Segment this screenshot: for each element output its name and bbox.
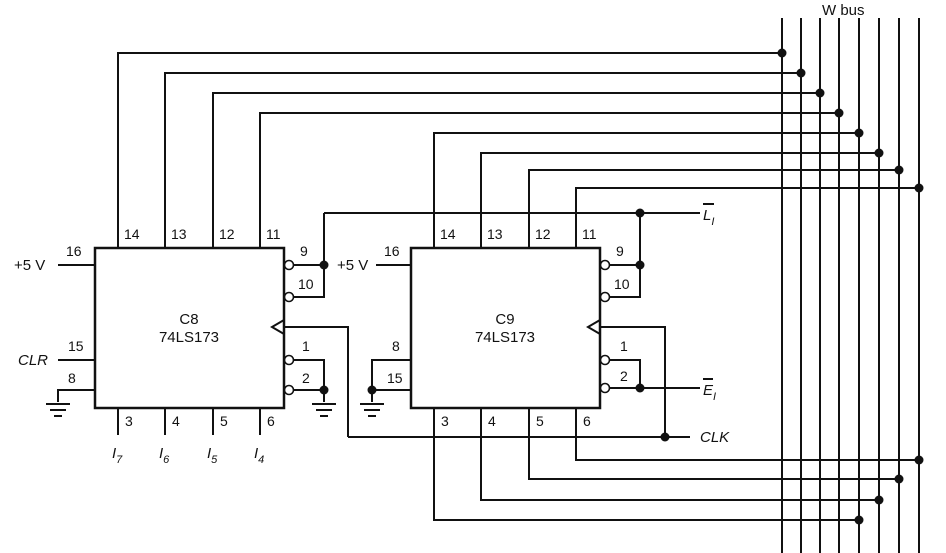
c9-pin14-number: 14 bbox=[440, 226, 456, 242]
c9-pin15-number: 15 bbox=[387, 370, 403, 386]
c8-pin10-bubble bbox=[283, 291, 295, 303]
c9-vcc-label: +5 V bbox=[337, 257, 368, 274]
c8-pin9-bubble bbox=[283, 259, 295, 271]
c9-pin3-number: 3 bbox=[441, 413, 449, 429]
chip-c8-part: 74LS173 bbox=[159, 329, 219, 346]
c8-pin5-number: 5 bbox=[220, 413, 228, 429]
c9-pin2-number: 2 bbox=[620, 368, 628, 384]
c9-pin3-wire bbox=[433, 408, 859, 521]
bus-junction bbox=[854, 515, 864, 525]
c9-pin6-wire bbox=[575, 408, 919, 461]
chip-c9-part: 74LS173 bbox=[475, 329, 535, 346]
bus-junction bbox=[874, 148, 884, 158]
chip-c8-name: C8 bbox=[179, 311, 198, 328]
chip-c8-body bbox=[93, 246, 286, 410]
c8-pin12-wire bbox=[212, 92, 820, 248]
c9-pin10-number: 10 bbox=[614, 276, 630, 292]
bus-junction bbox=[777, 48, 787, 58]
c8-enable-ground-icon bbox=[312, 403, 336, 417]
c8-pin15-number: 15 bbox=[68, 338, 84, 354]
chip-c9-name: C9 bbox=[495, 311, 514, 328]
c9-pin16-number: 16 bbox=[384, 243, 400, 259]
c8-pin13-wire bbox=[164, 72, 801, 248]
bus-junction bbox=[854, 128, 864, 138]
c8-pin2-number: 2 bbox=[302, 370, 310, 386]
c8-pin14-number: 14 bbox=[124, 226, 140, 242]
c9-pin1-number: 1 bbox=[620, 338, 628, 354]
c8-pin9-number: 9 bbox=[300, 243, 308, 259]
input-i7-label: I7 bbox=[112, 445, 123, 466]
c8-pin11-wire bbox=[259, 112, 839, 248]
c9-pin14-wire bbox=[433, 132, 859, 248]
c9-enable-junction bbox=[635, 383, 645, 393]
bus-junction bbox=[914, 183, 924, 193]
c9-pin5-number: 5 bbox=[536, 413, 544, 429]
c9-ground-icon bbox=[360, 403, 384, 417]
c8-ground-icon bbox=[46, 403, 70, 417]
c9-clk-wire bbox=[600, 326, 666, 437]
c8-pin4-number: 4 bbox=[172, 413, 180, 429]
c9-load-junction bbox=[635, 260, 645, 270]
c8-pin8-wire bbox=[57, 389, 95, 402]
load-label: LI bbox=[703, 207, 714, 228]
c9-pin10-bubble bbox=[599, 291, 611, 303]
enable-label: EI bbox=[703, 382, 716, 403]
c8-pin1-bubble bbox=[283, 354, 295, 366]
c9-pin13-wire bbox=[480, 152, 879, 248]
c9-pin12-wire bbox=[528, 169, 899, 248]
c9-pin8-number: 8 bbox=[392, 338, 400, 354]
c9-pin11-number: 11 bbox=[582, 226, 597, 242]
input-i5-label: I5 bbox=[207, 445, 218, 466]
bus-junctions bbox=[777, 48, 924, 525]
c9-pin1-wire bbox=[610, 359, 641, 388]
chip-c9-body bbox=[409, 246, 602, 410]
bus-junction bbox=[796, 68, 806, 78]
c8-pin2-bubble bbox=[283, 384, 295, 396]
w-bus-label: W bus bbox=[822, 2, 865, 19]
c8-vcc-label: +5 V bbox=[14, 257, 45, 274]
c8-load-junction bbox=[319, 260, 329, 270]
c9-pin13-number: 13 bbox=[487, 226, 503, 242]
c8-pin10-number: 10 bbox=[298, 276, 314, 292]
clk-label: CLK bbox=[700, 429, 730, 446]
c8-pin12-number: 12 bbox=[219, 226, 235, 242]
chip-c8: C8 74LS173 14 13 12 11 16 +5 V 15 CLR 8 … bbox=[14, 52, 839, 466]
bus-junction bbox=[815, 88, 825, 98]
c9-pin9-number: 9 bbox=[616, 243, 624, 259]
clk-junction bbox=[660, 432, 670, 442]
c8-pin6-number: 6 bbox=[267, 413, 275, 429]
c8-pin10-wire bbox=[294, 213, 325, 298]
c8-pin3-number: 3 bbox=[125, 413, 133, 429]
c9-ground-junction bbox=[367, 385, 377, 395]
c8-pin13-number: 13 bbox=[171, 226, 187, 242]
bus-junction bbox=[894, 474, 904, 484]
c8-clk-wire bbox=[284, 326, 349, 437]
c9-pin1-bubble bbox=[599, 354, 611, 366]
c9-pin6-number: 6 bbox=[583, 413, 591, 429]
c9-pin4-wire bbox=[480, 408, 879, 501]
c9-pin11-wire bbox=[575, 187, 919, 248]
c8-pin1-number: 1 bbox=[302, 338, 310, 354]
c8-pin16-number: 16 bbox=[66, 243, 82, 259]
c9-pin9-bubble bbox=[599, 259, 611, 271]
w-bus: W bus bbox=[781, 2, 920, 553]
bus-junction bbox=[894, 165, 904, 175]
c8-enable-junction bbox=[319, 385, 329, 395]
chip-c9: C9 74LS173 14 13 12 11 16 +5 V 8 15 9 bbox=[337, 132, 919, 521]
c9-pin2-bubble bbox=[599, 382, 611, 394]
input-i6-label: I6 bbox=[159, 445, 170, 466]
c8-pin11-number: 11 bbox=[266, 226, 281, 242]
c9-pin4-number: 4 bbox=[488, 413, 496, 429]
c8-pin8-number: 8 bbox=[68, 370, 76, 386]
c8-clr-label: CLR bbox=[18, 352, 48, 369]
input-i4-label: I4 bbox=[254, 445, 264, 466]
bus-junction bbox=[914, 455, 924, 465]
c8-pin14-wire bbox=[117, 52, 782, 248]
c9-pin12-number: 12 bbox=[535, 226, 551, 242]
bus-junction bbox=[834, 108, 844, 118]
c9-pin5-wire bbox=[528, 408, 899, 480]
bus-junction bbox=[874, 495, 884, 505]
c9-pin10-wire bbox=[610, 213, 641, 298]
